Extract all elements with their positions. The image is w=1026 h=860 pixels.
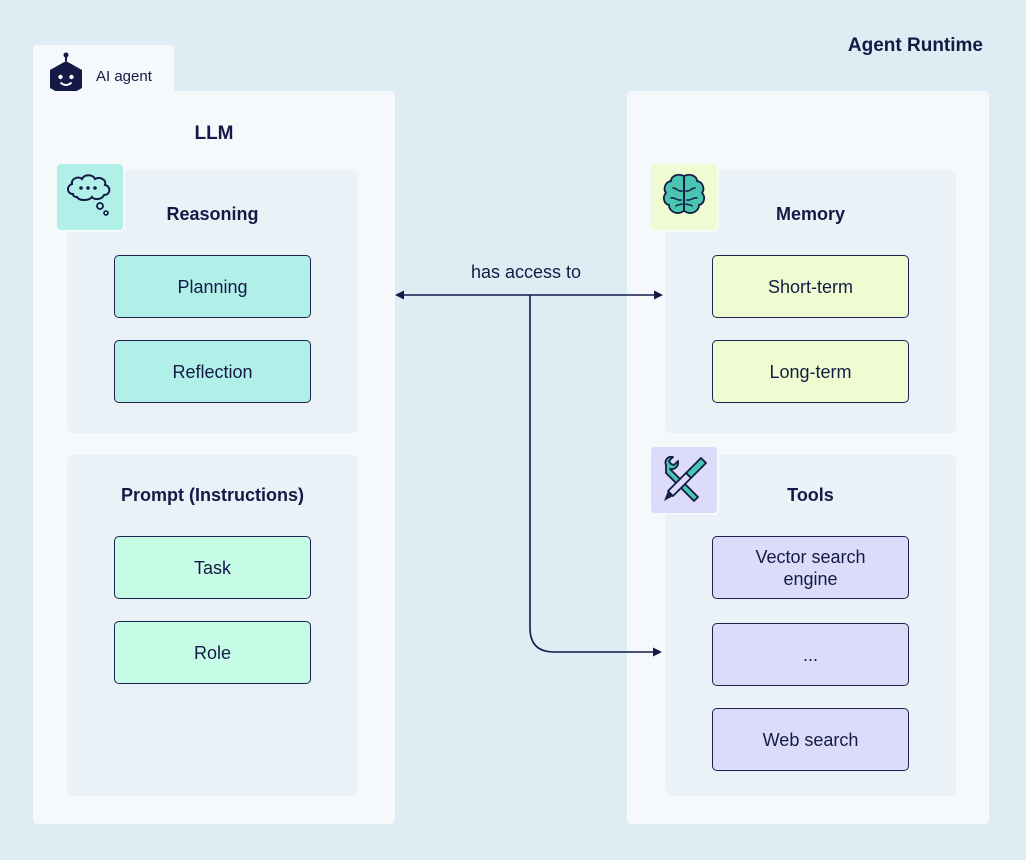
vector-search-box: Vector search engine [712,536,909,599]
reflection-box: Reflection [114,340,311,403]
reasoning-title: Reasoning [166,204,259,224]
tools-title: Tools [787,485,834,505]
memory-section: Memory Short-term Long-term [665,170,956,433]
memory-title: Memory [775,204,846,224]
planning-box: Planning [114,255,311,318]
connector-label: has access to [470,262,582,282]
llm-panel: LLM Reasoning Planning Reflection Prompt… [33,91,395,824]
brain-icon [649,162,719,232]
ellipsis-box: ... [712,623,909,686]
web-search-box: Web search [712,708,909,771]
prompt-title: Prompt (Instructions) [121,485,304,505]
thought-bubble-icon [55,162,125,232]
short-term-box: Short-term [712,255,909,318]
task-box: Task [114,536,311,599]
robot-icon [47,52,85,103]
prompt-section: Prompt (Instructions) Task Role [67,455,358,796]
long-term-box: Long-term [712,340,909,403]
agent-runtime-title: Agent Runtime [847,35,983,56]
role-box: Role [114,621,311,684]
llm-title: LLM [194,123,234,144]
tools-icon [649,445,719,515]
ai-agent-label: AI agent [96,68,152,85]
reasoning-section: Reasoning Planning Reflection [67,170,358,433]
